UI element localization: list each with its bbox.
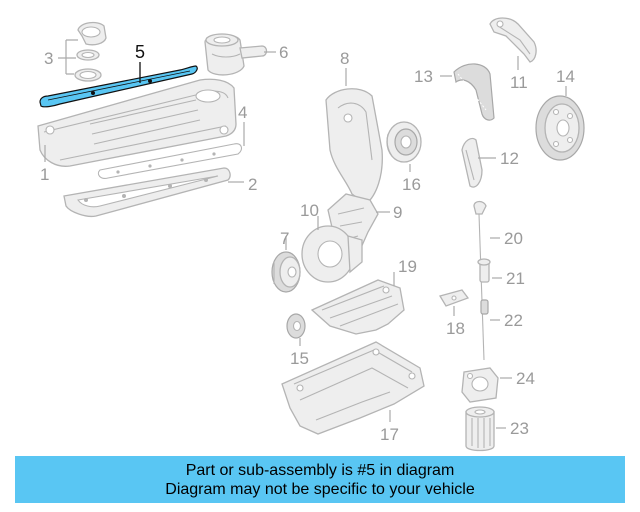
callout-15[interactable]: 15 <box>290 349 309 368</box>
oil-filler-cap[interactable] <box>77 21 107 46</box>
callout-2[interactable]: 2 <box>248 175 257 194</box>
valve-cover-gasket[interactable] <box>39 65 198 108</box>
callout-23[interactable]: 23 <box>510 419 529 438</box>
cover-gasket[interactable] <box>97 143 243 179</box>
callout-21[interactable]: 21 <box>506 269 525 288</box>
callout-4[interactable]: 4 <box>238 103 247 122</box>
timing-belt[interactable] <box>453 63 495 121</box>
info-banner: Part or sub-assembly is #5 in diagram Di… <box>15 456 625 503</box>
callout-14[interactable]: 14 <box>556 67 575 86</box>
timing-belt-cover[interactable] <box>325 88 383 205</box>
oil-separator[interactable] <box>204 33 268 76</box>
callout-10[interactable]: 10 <box>300 201 319 220</box>
callout-11[interactable]: 11 <box>510 73 528 92</box>
callout-22[interactable]: 22 <box>504 311 523 330</box>
callout-17[interactable]: 17 <box>380 425 399 444</box>
oil-filter-housing[interactable] <box>461 367 499 403</box>
parts-diagram: 3 5 6 1 4 <box>37 17 585 452</box>
callout-3[interactable]: 3 <box>44 49 53 68</box>
callout-16[interactable]: 16 <box>402 175 421 194</box>
callout-6[interactable]: 6 <box>279 43 288 62</box>
sensor-bracket[interactable] <box>439 289 470 307</box>
callout-24[interactable]: 24 <box>516 369 535 388</box>
tensioner-pulley[interactable] <box>386 121 422 163</box>
upper-belt-cover[interactable] <box>489 17 537 63</box>
callout-5[interactable]: 5 <box>135 42 145 62</box>
seal-washer[interactable] <box>74 68 102 82</box>
guide-tube-seal[interactable] <box>480 299 489 315</box>
banner-line-part: Part or sub-assembly is #5 in diagram <box>185 462 455 479</box>
crankshaft-pulley[interactable] <box>271 251 301 293</box>
callout-1[interactable]: 1 <box>40 165 49 184</box>
camshaft-sprocket[interactable] <box>535 95 585 161</box>
crankshaft-sprocket[interactable] <box>286 313 306 339</box>
callout-8[interactable]: 8 <box>340 49 349 68</box>
valve-cover[interactable] <box>37 78 237 167</box>
oil-pump-housing[interactable] <box>301 225 363 283</box>
oil-pan[interactable] <box>281 341 425 435</box>
oil-pan-gasket[interactable] <box>63 167 231 218</box>
callout-18[interactable]: 18 <box>446 319 465 338</box>
callout-12[interactable]: 12 <box>500 149 519 168</box>
seal-ring[interactable] <box>76 49 100 61</box>
banner-line-disclaimer: Diagram may not be specific to your vehi… <box>165 481 475 498</box>
callout-20[interactable]: 20 <box>504 229 523 248</box>
callout-13[interactable]: 13 <box>414 67 433 86</box>
oil-filter[interactable] <box>465 406 495 452</box>
leader-3 <box>58 39 78 75</box>
dipstick[interactable] <box>473 200 487 361</box>
callout-7[interactable]: 7 <box>280 229 289 248</box>
dipstick-guide-tube[interactable] <box>477 258 491 283</box>
callout-19[interactable]: 19 <box>398 257 417 276</box>
rear-belt-guard[interactable] <box>461 137 483 188</box>
callout-9[interactable]: 9 <box>393 203 402 222</box>
oil-baffle[interactable] <box>310 279 405 335</box>
